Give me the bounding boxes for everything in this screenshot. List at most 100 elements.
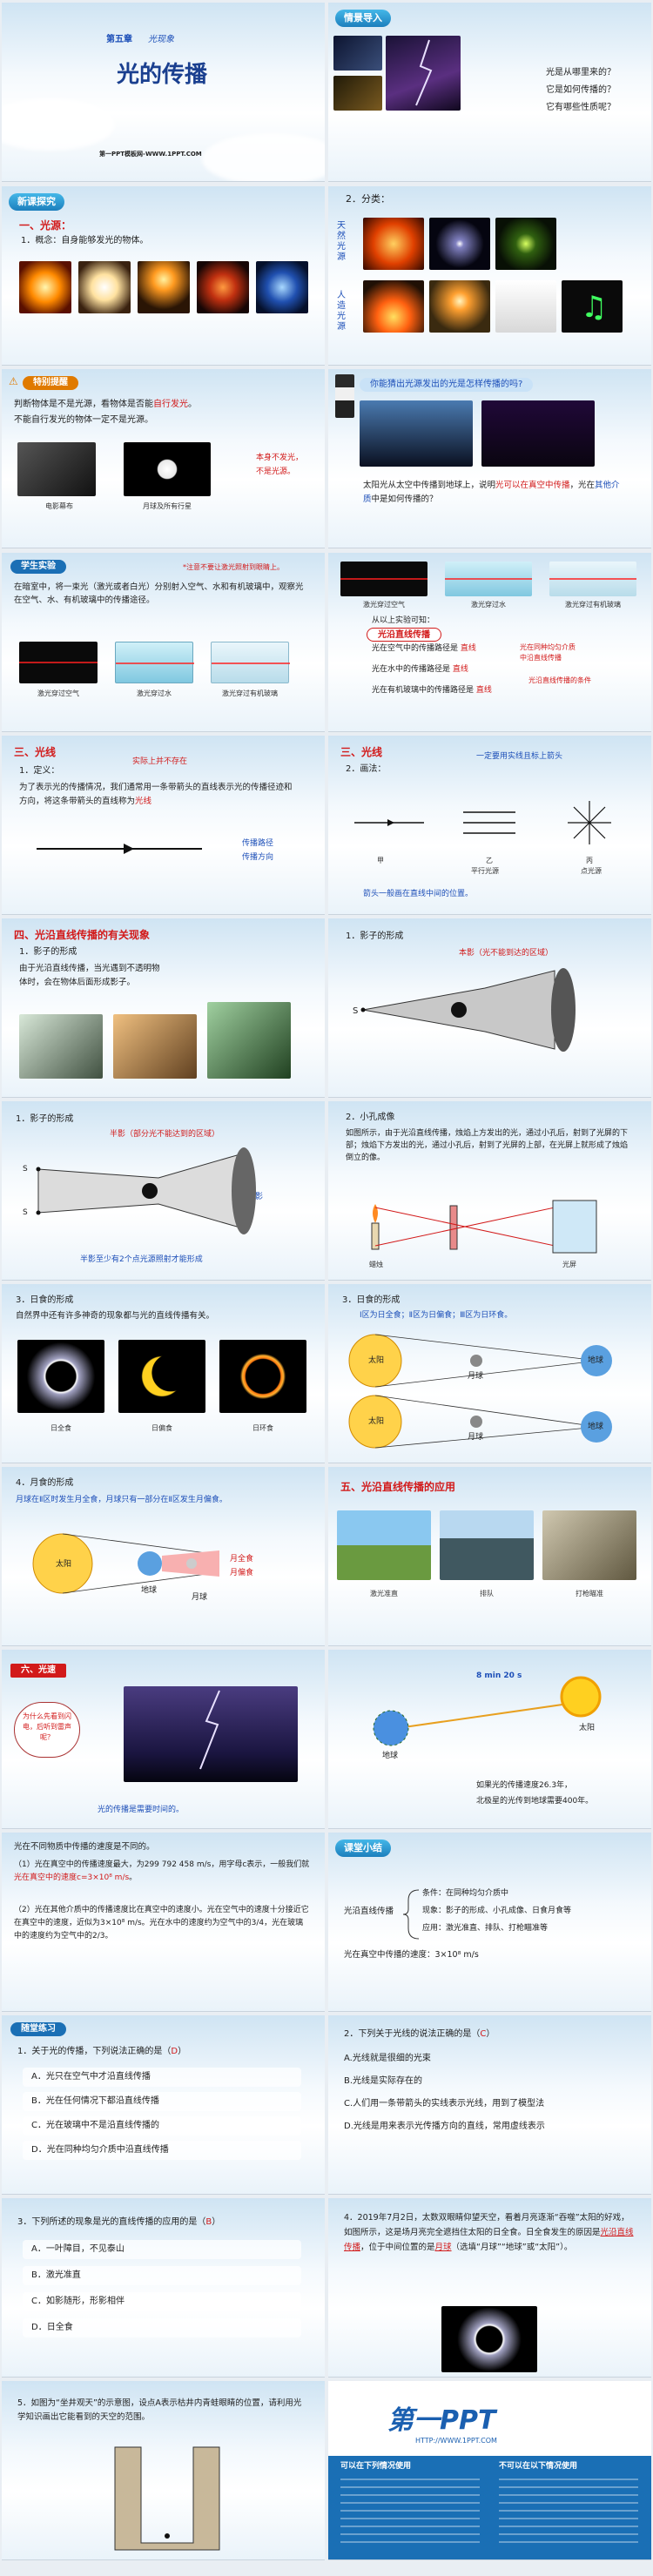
- ray-arrow: [37, 844, 202, 854]
- cap-total: 日全食: [50, 1424, 71, 1432]
- result-cond-3: 光沿直线传播的条件: [528, 676, 591, 684]
- slide-speed-text: 光在不同物质中传播的速度是不同的。 （1）光在真空中的传播速度最大，为299 7…: [2, 1833, 325, 2012]
- warning-icon: ⚠: [9, 375, 18, 387]
- heading-ray-2: 三、光线: [340, 746, 383, 758]
- slide-umbra: 1．影子的形成 本影（光不能到达的区域） S: [328, 918, 651, 1098]
- slide-application: 五、光沿直线传播的应用 激光准直 排队 打枪瞄准: [328, 1467, 651, 1646]
- q1-option-c[interactable]: C．光在玻璃中不是沿直线传播的: [23, 2116, 301, 2135]
- q3-option-b[interactable]: B．激光准直: [23, 2266, 301, 2285]
- q-properties: 它有哪些性质呢？: [546, 103, 616, 112]
- eclipse-diag-sub: 3．日食的形成: [342, 1295, 401, 1305]
- result-box: 光沿直线传播: [367, 628, 441, 642]
- ray-diagrams: [354, 801, 611, 844]
- moon-1: 月球: [468, 1372, 484, 1381]
- photo-result-air: [340, 562, 427, 596]
- photo-candle: [138, 261, 190, 313]
- speed-fact-2: 北极星的光传到地球需要400年。: [476, 1797, 594, 1806]
- q1-option-a[interactable]: A．光只在空气中才沿直线传播: [23, 2068, 301, 2087]
- cap-screen-2: 光屏: [562, 1261, 576, 1268]
- photo-small-1: [333, 36, 382, 71]
- q2-option-b[interactable]: B.光线是实际存在的: [344, 2076, 423, 2086]
- photo-campfire: [363, 280, 424, 333]
- cap-r-water: 激光穿过水: [471, 601, 506, 609]
- badge-intro: 情景导入: [335, 10, 391, 27]
- speed-l0: 光在不同物质中传播的速度是不同的。: [14, 1842, 155, 1852]
- ray-def-label: 1．定义：: [19, 766, 60, 776]
- result-air: 光在空气中的传播路径是 直线: [372, 644, 476, 653]
- photo-laser-align: [337, 1510, 431, 1580]
- q1-option-b[interactable]: B．光在任何情况下都沿直线传播: [23, 2092, 301, 2111]
- photo-result-glass: [549, 562, 636, 596]
- speed-l1: （1）光在真空中的传播速度最大，为299 792 458 m/s，用字母c表示，…: [14, 1860, 310, 1882]
- photo-laser-water: [115, 642, 194, 683]
- photo-lightning: [386, 36, 461, 111]
- sun-earth-diagram: [373, 1676, 602, 1746]
- photo-stars: [429, 218, 490, 270]
- slide-eclipse-photos: 3．日食的形成 自然界中还有许多神奇的现象都与光的直线传播有关。 日全食 日偏食…: [2, 1284, 325, 1463]
- pinhole-sub: 2．小孔成像: [346, 1113, 395, 1122]
- slide-intro: 情景导入 光是从哪里来的？ 它是如何传播的？ 它有哪些性质呢？: [328, 3, 651, 182]
- pinhole-text: 如图所示，由于光沿直线传播，烛焰上方发出的光，通过小孔后，射到了光屏的下部；烛焰…: [346, 1129, 629, 1162]
- cap-c: 丙: [586, 857, 593, 864]
- slide-q1: 随堂练习 1．关于光的传播，下列说法正确的是（D） A．光只在空气中才沿直线传播…: [2, 2015, 325, 2195]
- photo-firefly: [495, 218, 556, 270]
- chapter-sub: 光现象: [148, 35, 174, 44]
- cap-queue: 排队: [480, 1590, 494, 1597]
- well-diagram: [114, 2446, 220, 2551]
- warn-laser: *注意不要让激光照射到眼睛上。: [183, 563, 284, 571]
- penumbra-diagram: [36, 1147, 256, 1234]
- q1-option-d[interactable]: D．光在同种均匀介质中沿直线传播: [23, 2141, 301, 2160]
- q2-option-d[interactable]: D.光线是用来表示光传播方向的直线，常用虚线表示: [344, 2122, 545, 2131]
- photo-aiming: [542, 1510, 636, 1580]
- heading-application: 五、光沿直线传播的应用: [340, 1481, 456, 1493]
- result-intro: 从以上实验可知：: [372, 616, 435, 625]
- ray-note: 实际上并不存在: [132, 757, 188, 766]
- summary-root: 光沿直线传播: [344, 1907, 394, 1916]
- photo-total-eclipse: [17, 1340, 104, 1413]
- slide-classification: 2．分类： 天然光源 人造光源 ♫: [328, 186, 651, 366]
- photo-laser-air: [19, 642, 98, 683]
- cap-r-air: 激光穿过空气: [363, 601, 405, 609]
- slide-pinhole: 2．小孔成像 如图所示，由于光沿直线传播，烛焰上方发出的光，通过小孔后，射到了光…: [328, 1101, 651, 1281]
- q3-option-c[interactable]: C．如影随形，形影相伴: [23, 2292, 301, 2311]
- q-from-where: 光是从哪里来的？: [546, 68, 616, 77]
- end-list-right: [499, 2478, 638, 2545]
- cap-a: 甲: [377, 857, 384, 864]
- photo-sun: [19, 261, 71, 313]
- cap-r-glass: 激光穿过有机玻璃: [565, 601, 621, 609]
- end-url[interactable]: HTTP://WWW.1PPT.COM: [415, 2437, 497, 2445]
- ray-draw-label: 2．画法：: [346, 764, 387, 774]
- sun-2: 太阳: [368, 1417, 385, 1426]
- q2-option-a[interactable]: A.光线就是很细的光束: [344, 2054, 431, 2063]
- slide-title: 第五章 光现象 光的传播 第一PPT模板网-WWW.1PPT.COM: [2, 3, 325, 182]
- slide-end: 第一PPT HTTP://WWW.1PPT.COM 可以在下列情况使用 不可以在…: [328, 2381, 651, 2560]
- umbra-diagram: [360, 968, 576, 1052]
- photo-annular-eclipse: [219, 1340, 306, 1413]
- q5-text: 5．如图为“坐井观天”的示意图，设点A表示枯井内青蛙眼睛的位置，请利用光学知识画…: [17, 2398, 302, 2422]
- slide-light-speed: 六、光速 为什么先看到闪电，后听到雷声呢？ 光的传播是需要时间的。: [2, 1650, 325, 1829]
- q3-option-a[interactable]: A．一叶障目，不见泰山: [23, 2240, 301, 2259]
- photo-cup-shadow: [19, 1014, 103, 1079]
- badge-reminder: 特别提醒: [23, 376, 78, 390]
- penumbra-sub: 1．影子的形成: [16, 1114, 74, 1124]
- photo-partial-eclipse: [118, 1340, 205, 1413]
- speech-bubble: 为什么先看到闪电，后听到雷声呢？: [14, 1702, 80, 1758]
- q3-option-d[interactable]: D．日全食: [23, 2318, 301, 2337]
- heading-speed: 六、光速: [10, 1664, 66, 1678]
- photo-small-2: [333, 76, 382, 111]
- chapter-label: 第五章: [106, 35, 132, 44]
- badge-experiment: 学生实验: [10, 560, 66, 574]
- cap-glass: 激光穿过有机玻璃: [222, 689, 278, 697]
- photo-q4-eclipse: [441, 2306, 537, 2372]
- heading-light-source: 一、光源：: [19, 219, 72, 232]
- q2-option-c[interactable]: C.人们用一条带箭头的实线表示光线，用到了模型法: [344, 2099, 545, 2109]
- photo-result-water: [445, 562, 532, 596]
- umbra-sub: 1．影子的形成: [346, 932, 404, 941]
- tag-path: 传播路径: [242, 839, 274, 848]
- label-earth: 地球: [382, 1752, 399, 1760]
- lunar-earth: 地球: [141, 1586, 158, 1595]
- tag-direction: 传播方向: [242, 853, 274, 862]
- note-not-source: 不是光源。: [256, 467, 296, 476]
- result-glass: 光在有机玻璃中的传播路径是 直线: [372, 686, 492, 695]
